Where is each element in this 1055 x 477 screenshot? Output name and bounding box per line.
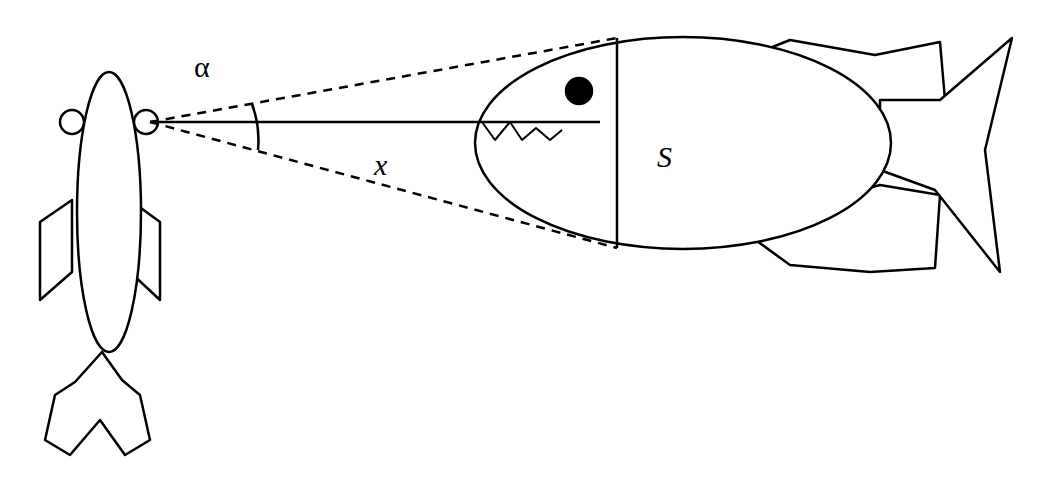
distance-line — [150, 121, 600, 124]
sight-line — [150, 122, 617, 248]
sight-line — [150, 38, 617, 122]
distance-label: x — [372, 150, 389, 180]
angle-label: α — [192, 52, 212, 82]
small-fish — [40, 72, 160, 455]
big-fish — [475, 37, 1012, 272]
size-label: S — [655, 142, 674, 172]
angle-arc — [252, 104, 258, 150]
